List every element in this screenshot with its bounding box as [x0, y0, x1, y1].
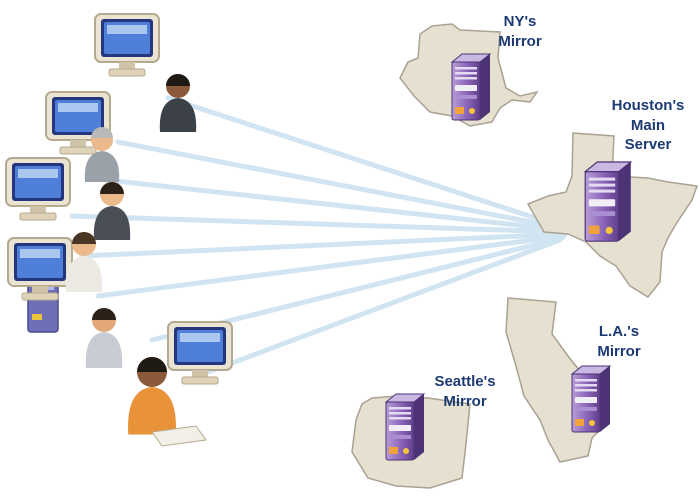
label-line: Mirror [498, 32, 542, 50]
user-figure [93, 182, 131, 240]
label-line: Houston's [611, 97, 685, 114]
ny-server-icon [451, 53, 491, 121]
houston-server-icon [584, 161, 632, 242]
label-line: NY's [503, 13, 537, 30]
user-figure [65, 232, 103, 292]
label-line: Server [624, 136, 672, 153]
label-ny-mirror: NY's Mirror [478, 12, 562, 51]
keyboard [151, 425, 207, 447]
computer-monitor [7, 237, 73, 301]
label-line: L.A.'s [598, 323, 640, 340]
label-line: Seattle's [434, 373, 496, 390]
user-figure [84, 127, 120, 182]
label-line: Mirror [597, 342, 641, 360]
user-figure [85, 308, 123, 368]
connection-lines [69, 95, 568, 375]
state-california [505, 297, 611, 463]
label-houston-main-server: Houston's Main Server [598, 96, 698, 155]
label-line: Mirror [443, 392, 487, 410]
computer-monitor [94, 13, 160, 77]
label-line: Main [630, 116, 666, 134]
label-seattle-mirror: Seattle's Mirror [420, 372, 510, 411]
computer-monitor [5, 157, 71, 221]
user-figure [128, 357, 176, 435]
users-cluster [5, 13, 233, 447]
la-server-icon [571, 365, 611, 433]
state-new-york [399, 23, 539, 127]
seattle-server-icon [385, 393, 425, 461]
computer-monitor [167, 321, 233, 385]
state-texas [526, 132, 699, 298]
user-figure [159, 74, 197, 132]
label-la-mirror: L.A.'s Mirror [578, 322, 660, 361]
state-washington [351, 393, 471, 489]
